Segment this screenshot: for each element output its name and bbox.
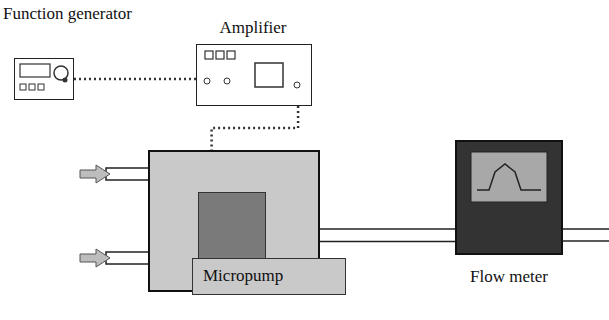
inlet-tube	[106, 252, 152, 264]
input-terminal	[204, 78, 210, 84]
device-detail	[15, 59, 72, 98]
tube-bore	[320, 230, 455, 241]
screen	[471, 152, 547, 202]
button	[227, 51, 235, 59]
inlet-tube	[106, 168, 152, 180]
outlet-tube	[320, 235, 455, 236]
flow-meter: Flow meter	[455, 140, 563, 255]
device-label: Amplifier	[219, 19, 286, 38]
output-terminal	[63, 78, 68, 83]
inlet-arrow	[80, 249, 110, 267]
outlet-tube	[560, 229, 609, 241]
dotted-wire	[74, 78, 196, 81]
display	[255, 63, 283, 87]
signal-wire	[74, 79, 196, 80]
part-label: Micropump	[192, 258, 346, 295]
signal-wire	[212, 106, 299, 150]
flow-trace	[477, 164, 541, 190]
function-generator: Function generator	[14, 58, 74, 100]
device-detail	[457, 142, 562, 254]
button	[20, 84, 26, 90]
amplifier: Amplifier	[196, 44, 312, 106]
tube-wall	[320, 228, 455, 242]
dotted-wire	[212, 106, 299, 150]
inlet-arrow	[80, 165, 110, 183]
button	[205, 51, 213, 59]
input-terminal	[224, 78, 230, 84]
button	[38, 84, 44, 90]
device-label: Flow meter	[470, 268, 548, 287]
button	[29, 84, 35, 90]
button	[216, 51, 224, 59]
display	[20, 64, 50, 77]
micropump: Micropump	[148, 150, 320, 292]
output-terminal	[294, 82, 300, 88]
device-detail	[197, 45, 310, 104]
device-label: Function generator	[3, 5, 132, 24]
